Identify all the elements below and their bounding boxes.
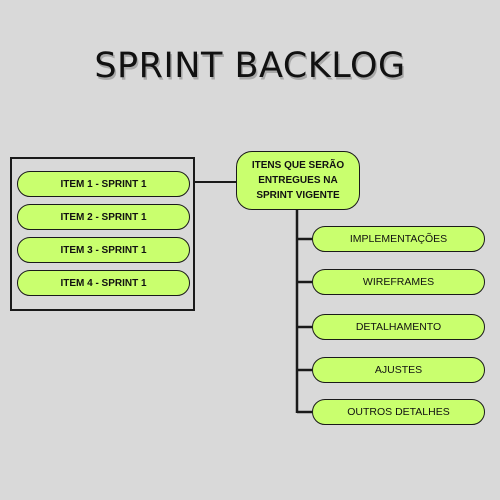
deliverable-outros-detalhes: OUTROS DETALHES: [312, 399, 485, 425]
center-node-label: ITENS QUE SERÃO ENTREGUES NA SPRINT VIGE…: [251, 160, 345, 201]
sprint-item-4: ITEM 4 - SPRINT 1: [17, 270, 190, 296]
sprint-item-2: ITEM 2 - SPRINT 1: [17, 204, 190, 230]
center-node: ITENS QUE SERÃO ENTREGUES NA SPRINT VIGE…: [236, 151, 360, 210]
deliverable-ajustes: AJUSTES: [312, 357, 485, 383]
sprint-items-group: [10, 157, 195, 311]
diagram-title: SPRINT BACKLOG: [94, 46, 406, 86]
deliverable-detalhamento: DETALHAMENTO: [312, 314, 485, 340]
sprint-item-1: ITEM 1 - SPRINT 1: [17, 171, 190, 197]
deliverable-implementacoes: IMPLEMENTAÇÕES: [312, 226, 485, 252]
deliverable-wireframes: WIREFRAMES: [312, 269, 485, 295]
sprint-item-3: ITEM 3 - SPRINT 1: [17, 237, 190, 263]
